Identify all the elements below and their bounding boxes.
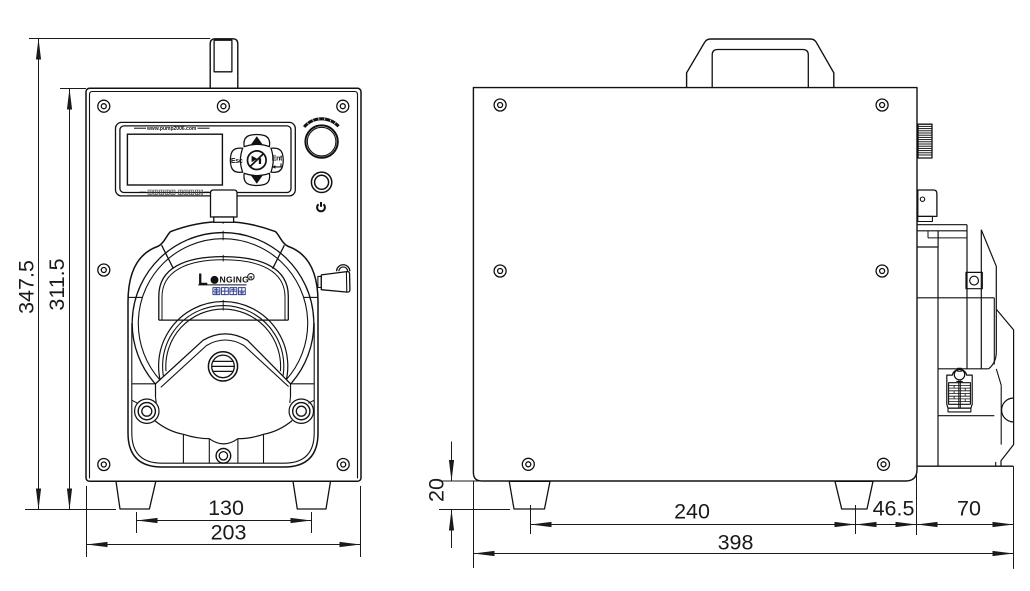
svg-text:311.5: 311.5 (45, 258, 69, 310)
svg-text:NGING: NGING (220, 274, 250, 284)
svg-text:398: 398 (718, 530, 754, 554)
svg-text:www.pump2006.com: www.pump2006.com (146, 126, 197, 132)
svg-text:Esc: Esc (231, 158, 243, 165)
svg-text:Ent: Ent (272, 156, 283, 163)
svg-text:203: 203 (211, 520, 247, 544)
svg-text:347.5: 347.5 (15, 260, 39, 314)
svg-text:70: 70 (957, 497, 981, 521)
svg-text:20: 20 (425, 478, 449, 502)
svg-text:46.5: 46.5 (873, 497, 915, 521)
svg-text:240: 240 (674, 499, 710, 523)
svg-text:130: 130 (208, 496, 244, 520)
svg-text:R: R (249, 275, 253, 280)
svg-text:L: L (198, 272, 208, 289)
